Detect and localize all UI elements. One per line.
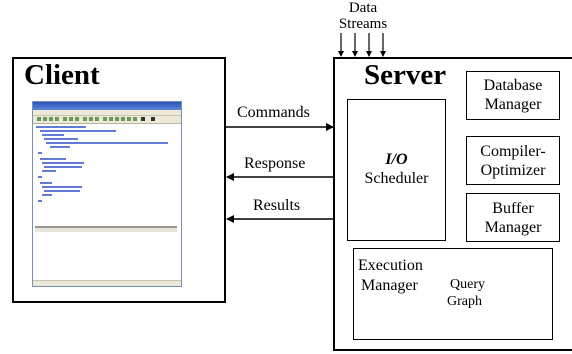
- commands-label: Commands: [237, 104, 310, 121]
- buffer-manager-line2: Manager: [484, 219, 542, 236]
- screenshot-toolbar: [33, 116, 181, 124]
- io-scheduler-line1: I/O: [385, 151, 408, 168]
- client-title: Client: [24, 59, 100, 91]
- response-label: Response: [244, 155, 306, 172]
- execution-manager-box: [353, 248, 553, 340]
- data-streams-label: Data Streams: [330, 0, 396, 32]
- client-screenshot: [32, 101, 182, 287]
- io-scheduler-box: [347, 99, 446, 241]
- query-graph-label: Query Graph: [447, 276, 485, 310]
- compiler-optimizer-line1: Compiler-: [480, 143, 546, 160]
- database-manager-box: [466, 71, 560, 120]
- compiler-optimizer-box: [466, 136, 560, 185]
- buffer-manager-box: [466, 193, 560, 242]
- screenshot-menubar: [33, 110, 181, 116]
- execution-manager-line1: Execution: [358, 257, 423, 274]
- screenshot-code-area: [36, 124, 176, 224]
- buffer-manager-label: Buffer Manager: [466, 199, 560, 237]
- server-title: Server: [364, 59, 447, 91]
- execution-manager-label: Execution Manager: [358, 256, 423, 296]
- database-manager-line1: Database: [483, 77, 543, 94]
- screenshot-statusbar: [33, 280, 181, 286]
- data-streams-line2: Streams: [338, 16, 388, 32]
- compiler-optimizer-label: Compiler- Optimizer: [466, 142, 560, 180]
- screenshot-output-panel: [35, 226, 177, 280]
- buffer-manager-line1: Buffer: [492, 200, 534, 217]
- io-scheduler-label: I/O Scheduler: [347, 150, 446, 188]
- query-graph-line2: Graph: [447, 294, 482, 309]
- results-label: Results: [253, 197, 301, 214]
- screenshot-titlebar: [33, 102, 181, 110]
- query-graph-line1: Query: [450, 277, 485, 292]
- database-manager-label: Database Manager: [466, 76, 560, 114]
- data-streams-line1: Data: [348, 0, 378, 16]
- database-manager-line2: Manager: [484, 96, 542, 113]
- execution-manager-line2: Manager: [361, 277, 418, 294]
- compiler-optimizer-line2: Optimizer: [480, 162, 546, 179]
- io-scheduler-line2: Scheduler: [364, 170, 429, 187]
